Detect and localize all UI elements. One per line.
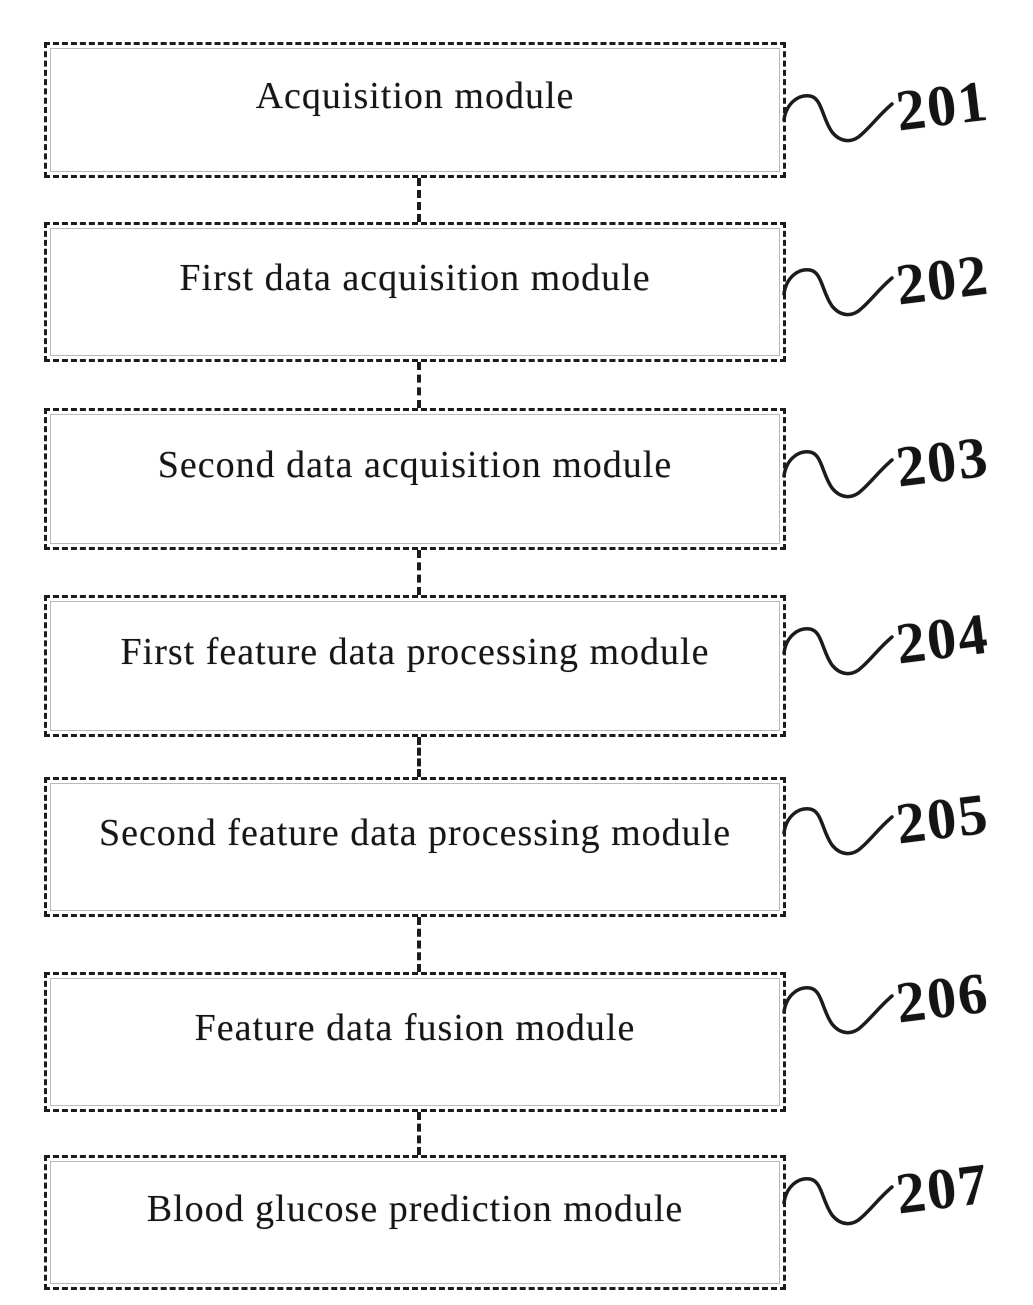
lead-line-squiggle-icon — [782, 807, 894, 856]
reference-number: 201 — [892, 67, 993, 144]
lead-line-squiggle-icon — [782, 94, 894, 143]
reference-connector: 206 — [782, 960, 1032, 1052]
module-label: Acquisition module — [255, 75, 575, 117]
reference-number: 202 — [892, 241, 993, 318]
vertical-connector-line — [417, 737, 421, 777]
module-label: Feature data fusion module — [194, 1007, 636, 1049]
module-label: First feature data processing module — [120, 631, 710, 673]
reference-connector: 205 — [782, 781, 1032, 873]
reference-number: 206 — [892, 959, 993, 1036]
module-label: Blood glucose prediction module — [146, 1187, 684, 1230]
module-box-first-data-acquisition: First data acquisition module — [44, 222, 786, 362]
reference-number: 207 — [892, 1150, 993, 1227]
module-label: Second data acquisition module — [157, 444, 673, 486]
reference-connector: 201 — [782, 68, 1032, 160]
lead-line-squiggle-icon — [782, 268, 894, 317]
lead-line-squiggle-icon — [782, 1177, 894, 1226]
vertical-connector-line — [417, 917, 421, 972]
reference-connector: 204 — [782, 601, 1032, 693]
module-label: First data acquisition module — [179, 257, 651, 299]
lead-line-squiggle-icon — [782, 627, 894, 676]
module-box-acquisition: Acquisition module — [44, 42, 786, 178]
module-box-blood-glucose-prediction: Blood glucose prediction module — [44, 1155, 786, 1290]
module-label: Second feature data processing module — [98, 812, 732, 854]
reference-number: 203 — [892, 423, 993, 500]
vertical-connector-line — [417, 362, 421, 408]
module-box-feature-fusion: Feature data fusion module — [44, 972, 786, 1112]
reference-number: 204 — [892, 600, 993, 677]
reference-number: 205 — [892, 780, 993, 857]
vertical-connector-line — [417, 550, 421, 595]
module-box-first-feature-processing: First feature data processing module — [44, 595, 786, 737]
lead-line-squiggle-icon — [782, 450, 894, 499]
vertical-connector-line — [417, 1112, 421, 1155]
lead-line-squiggle-icon — [782, 986, 894, 1035]
vertical-connector-line — [417, 178, 421, 222]
reference-connector: 202 — [782, 242, 1032, 334]
module-box-second-feature-processing: Second feature data processing module — [44, 777, 786, 917]
reference-connector: 207 — [782, 1151, 1032, 1243]
reference-connector: 203 — [782, 424, 1032, 516]
module-box-second-data-acquisition: Second data acquisition module — [44, 408, 786, 550]
